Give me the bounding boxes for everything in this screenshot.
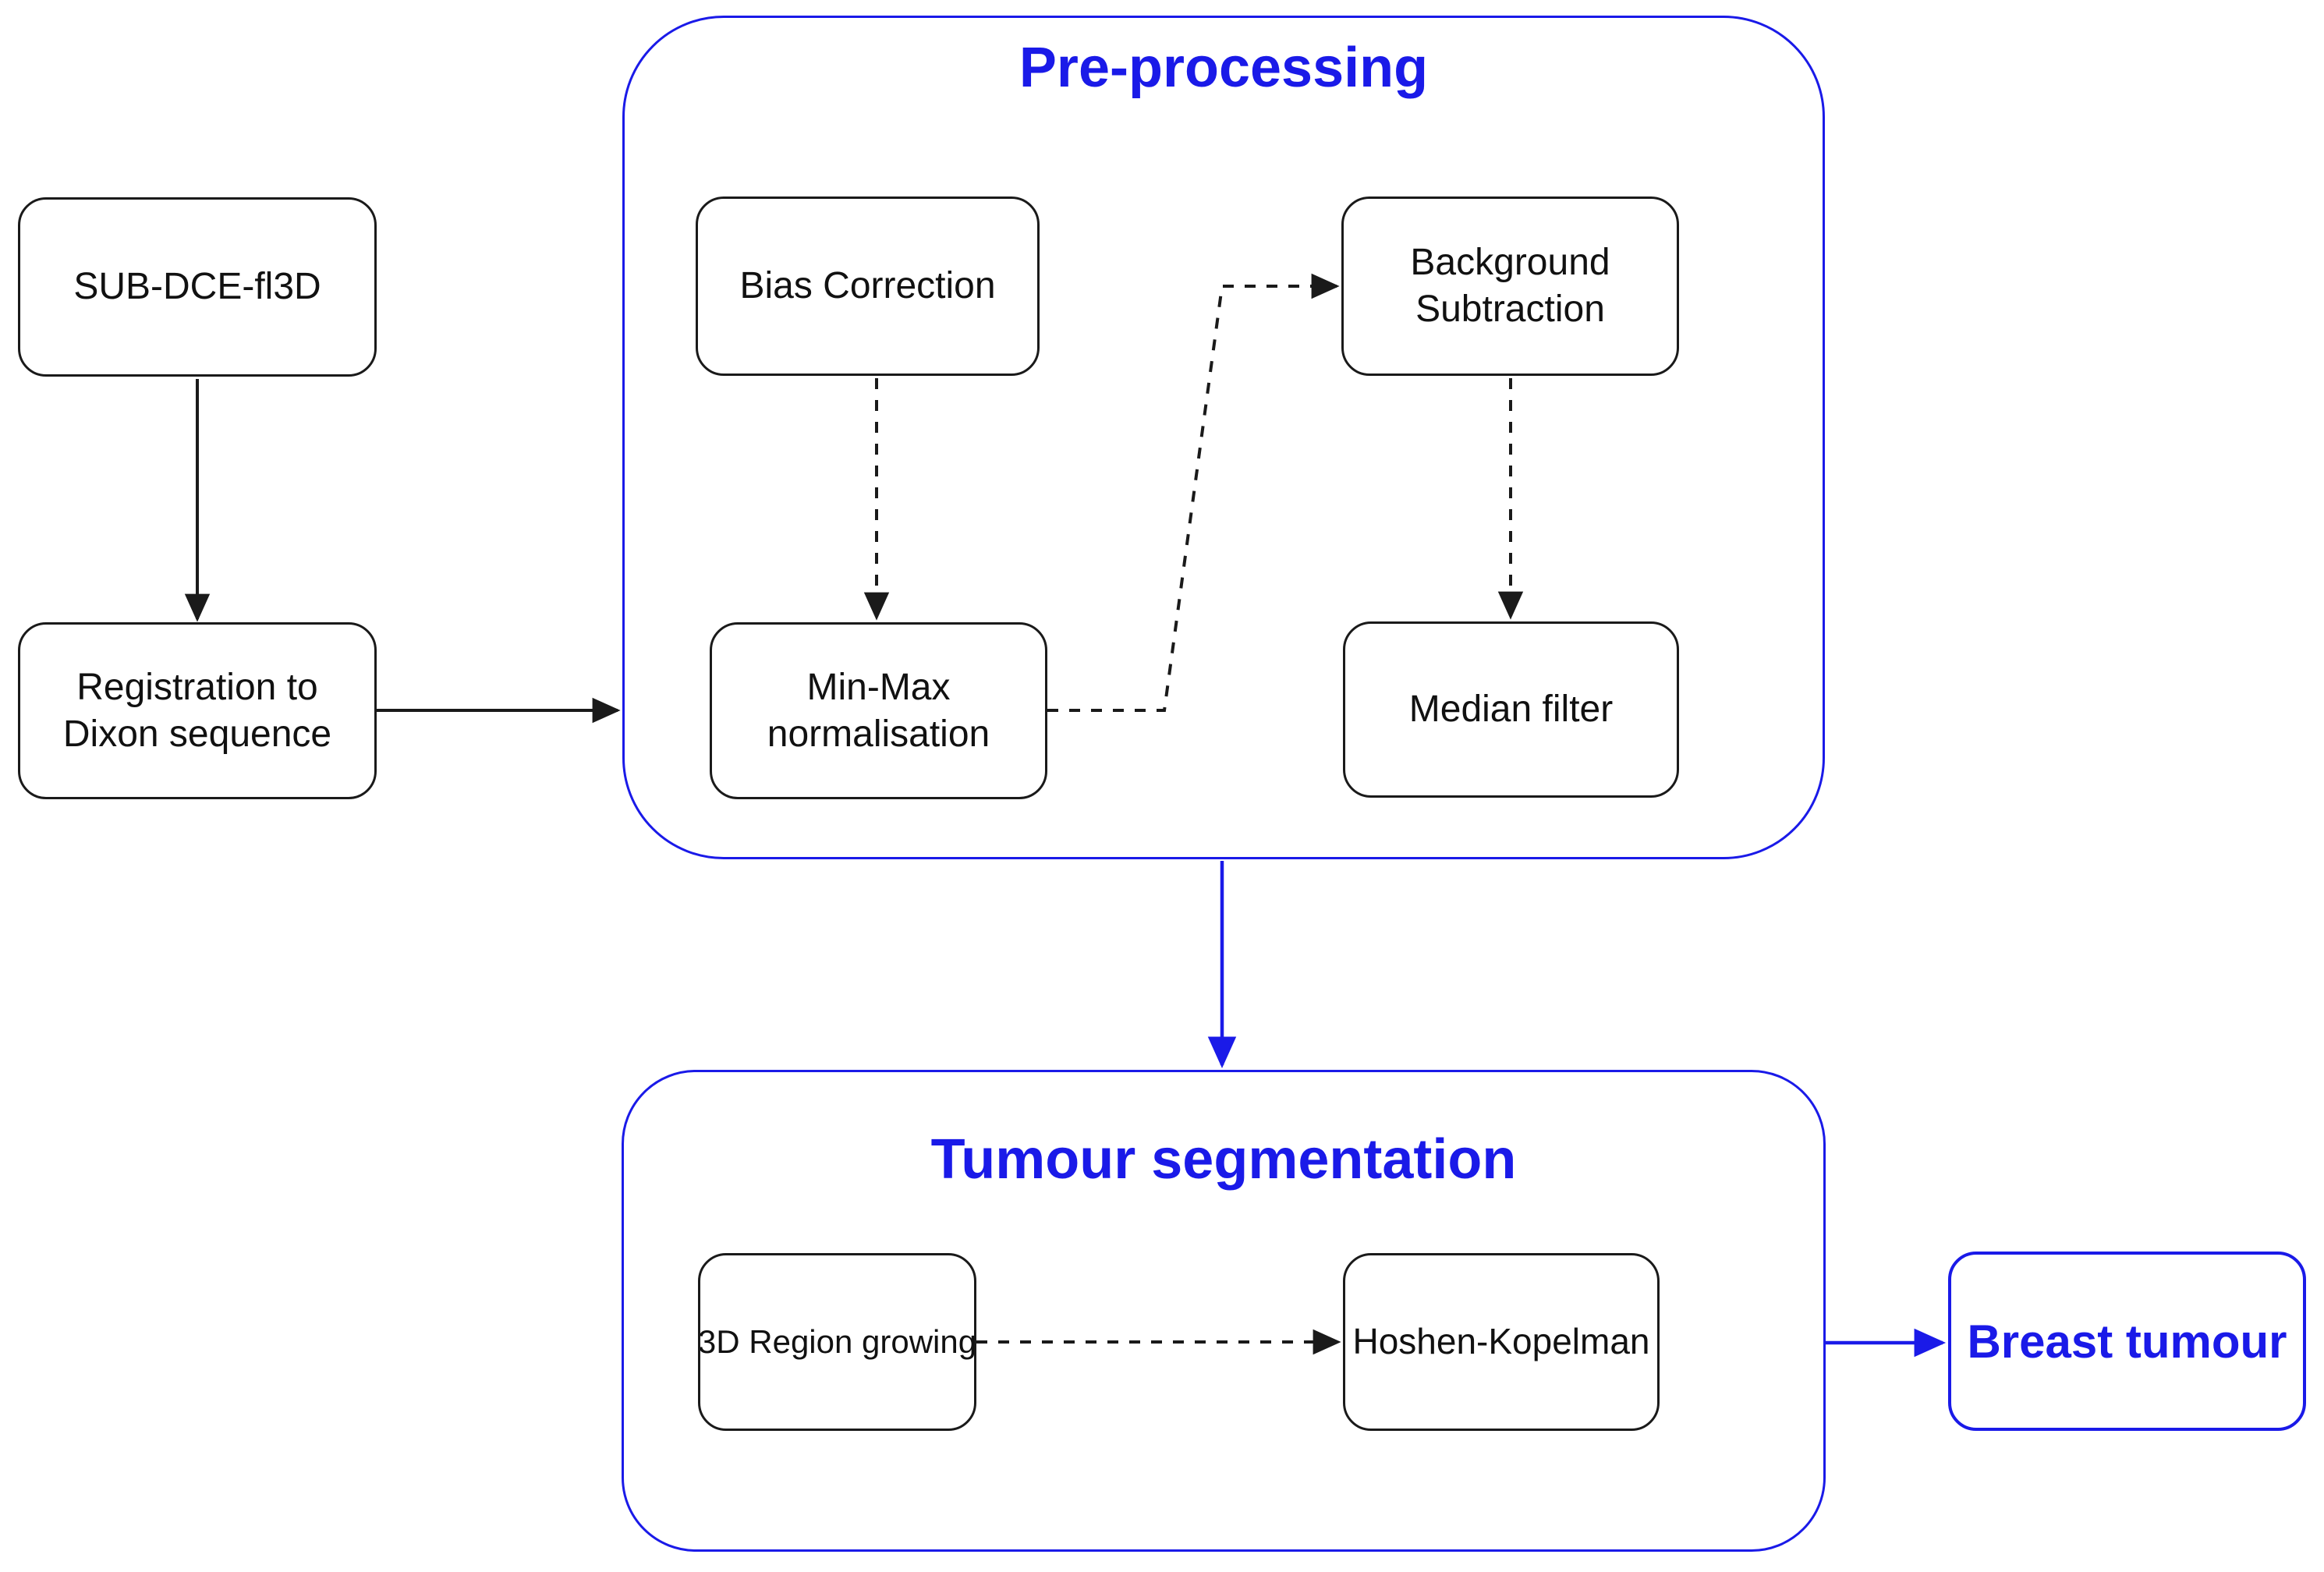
group-preprocessing <box>622 16 1825 859</box>
node-background-subtraction: Background Subtraction <box>1341 196 1679 376</box>
node-sub-dce-fl3d: SUB-DCE-fl3D <box>18 197 377 377</box>
node-hoshen-kopelman: Hoshen-Kopelman <box>1343 1253 1660 1431</box>
node-median-filter: Median filter <box>1343 621 1679 798</box>
node-breast-tumour: Breast tumour <box>1948 1252 2306 1431</box>
node-3d-region-growing: 3D Region growing <box>698 1253 976 1431</box>
group-tumour-segmentation-title: Tumour segmentation <box>930 1128 1517 1191</box>
node-bias-correction: Bias Correction <box>696 196 1040 376</box>
node-minmax-normalisation: Min-Max normalisation <box>710 622 1047 799</box>
node-registration-to-dixon: Registration to Dixon sequence <box>18 622 377 799</box>
group-preprocessing-title: Pre-processing <box>1019 37 1429 99</box>
group-tumour-segmentation <box>622 1070 1826 1552</box>
